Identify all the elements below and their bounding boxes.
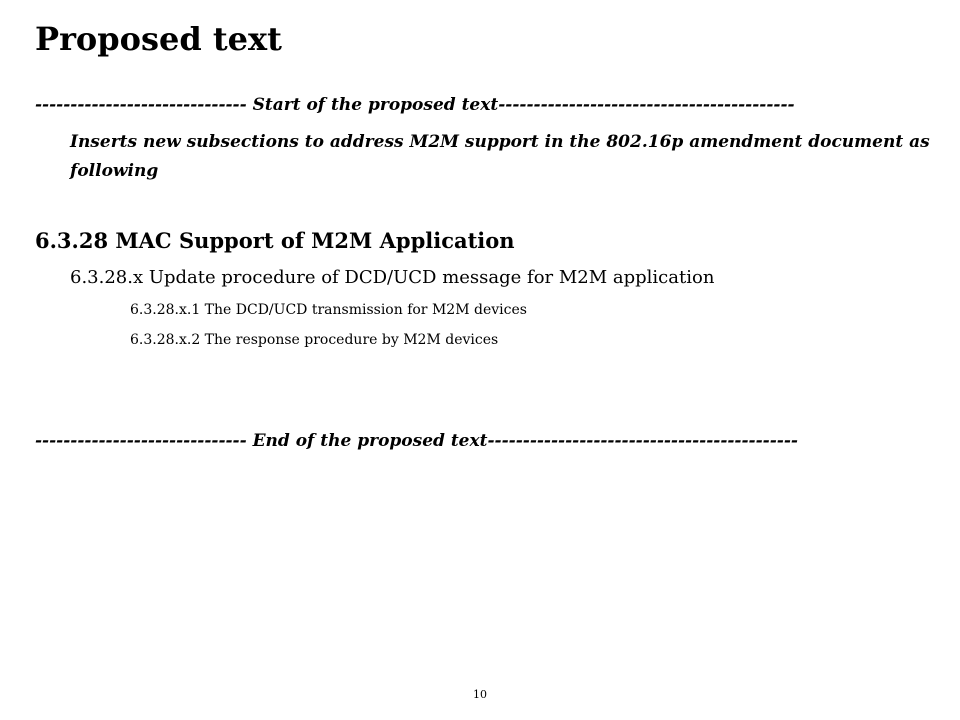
subsection-heading: 6.3.28.x Update procedure of DCD/UCD mes… [70,267,715,288]
slide-title: Proposed text [35,20,282,58]
subsubsection-item: 6.3.28.x.2 The response procedure by M2M… [130,332,499,348]
end-marker: ------------------------------ End of th… [35,431,798,451]
page-number: 10 [473,688,487,701]
start-marker: ------------------------------ Start of … [35,95,795,115]
intro-text: Inserts new subsections to address M2M s… [70,132,930,181]
subsubsection-item: 6.3.28.x.1 The DCD/UCD transmission for … [130,302,527,318]
section-heading: 6.3.28 MAC Support of M2M Application [35,228,515,253]
